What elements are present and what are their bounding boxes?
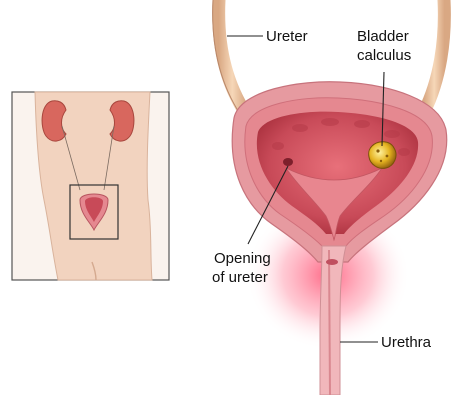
urethra-entrance <box>326 259 338 265</box>
right-ureter <box>424 0 444 112</box>
label-ureter: Ureter <box>266 28 308 45</box>
body-inset <box>12 92 169 280</box>
urethra-lumen <box>329 250 330 395</box>
label-bladder-calculus-1: Bladder <box>357 28 409 45</box>
left-ureter <box>219 0 246 114</box>
label-opening-of-ureter-1: Opening <box>214 250 271 267</box>
label-opening-of-ureter-2: of ureter <box>212 269 268 286</box>
ureter-opening-left <box>283 158 293 166</box>
label-bladder-calculus-2: calculus <box>357 47 411 64</box>
label-urethra: Urethra <box>381 334 432 351</box>
